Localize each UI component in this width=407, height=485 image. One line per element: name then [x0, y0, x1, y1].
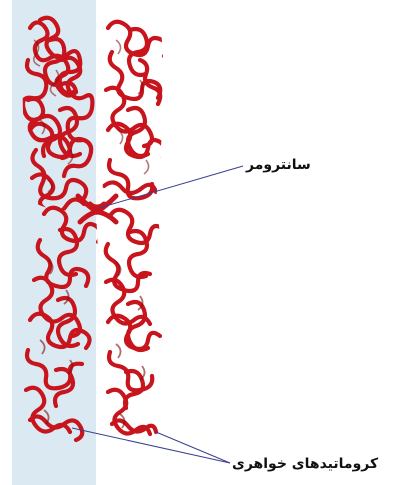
chromatid-arm-lower-right — [106, 210, 162, 434]
sister-chromatid-leader-line-right — [156, 432, 230, 463]
background-panel — [12, 0, 96, 485]
centromere-label: سانترومر — [246, 157, 311, 173]
sister-chromatids-label: کروماتیدهای خواهری — [232, 456, 378, 472]
chromatid-arm-upper-right — [104, 22, 168, 199]
